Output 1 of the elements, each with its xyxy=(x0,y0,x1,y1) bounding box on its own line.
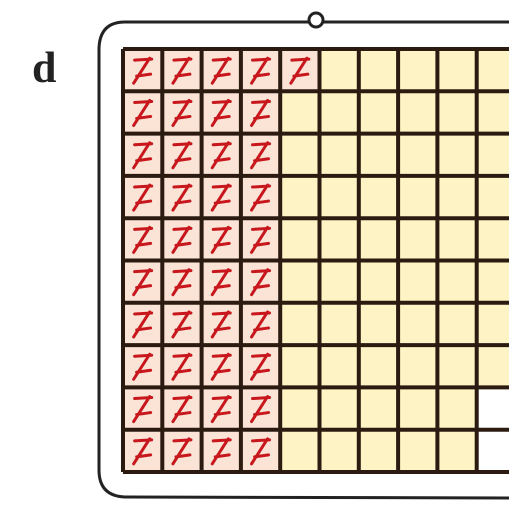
panel-letter: d xyxy=(32,46,56,90)
